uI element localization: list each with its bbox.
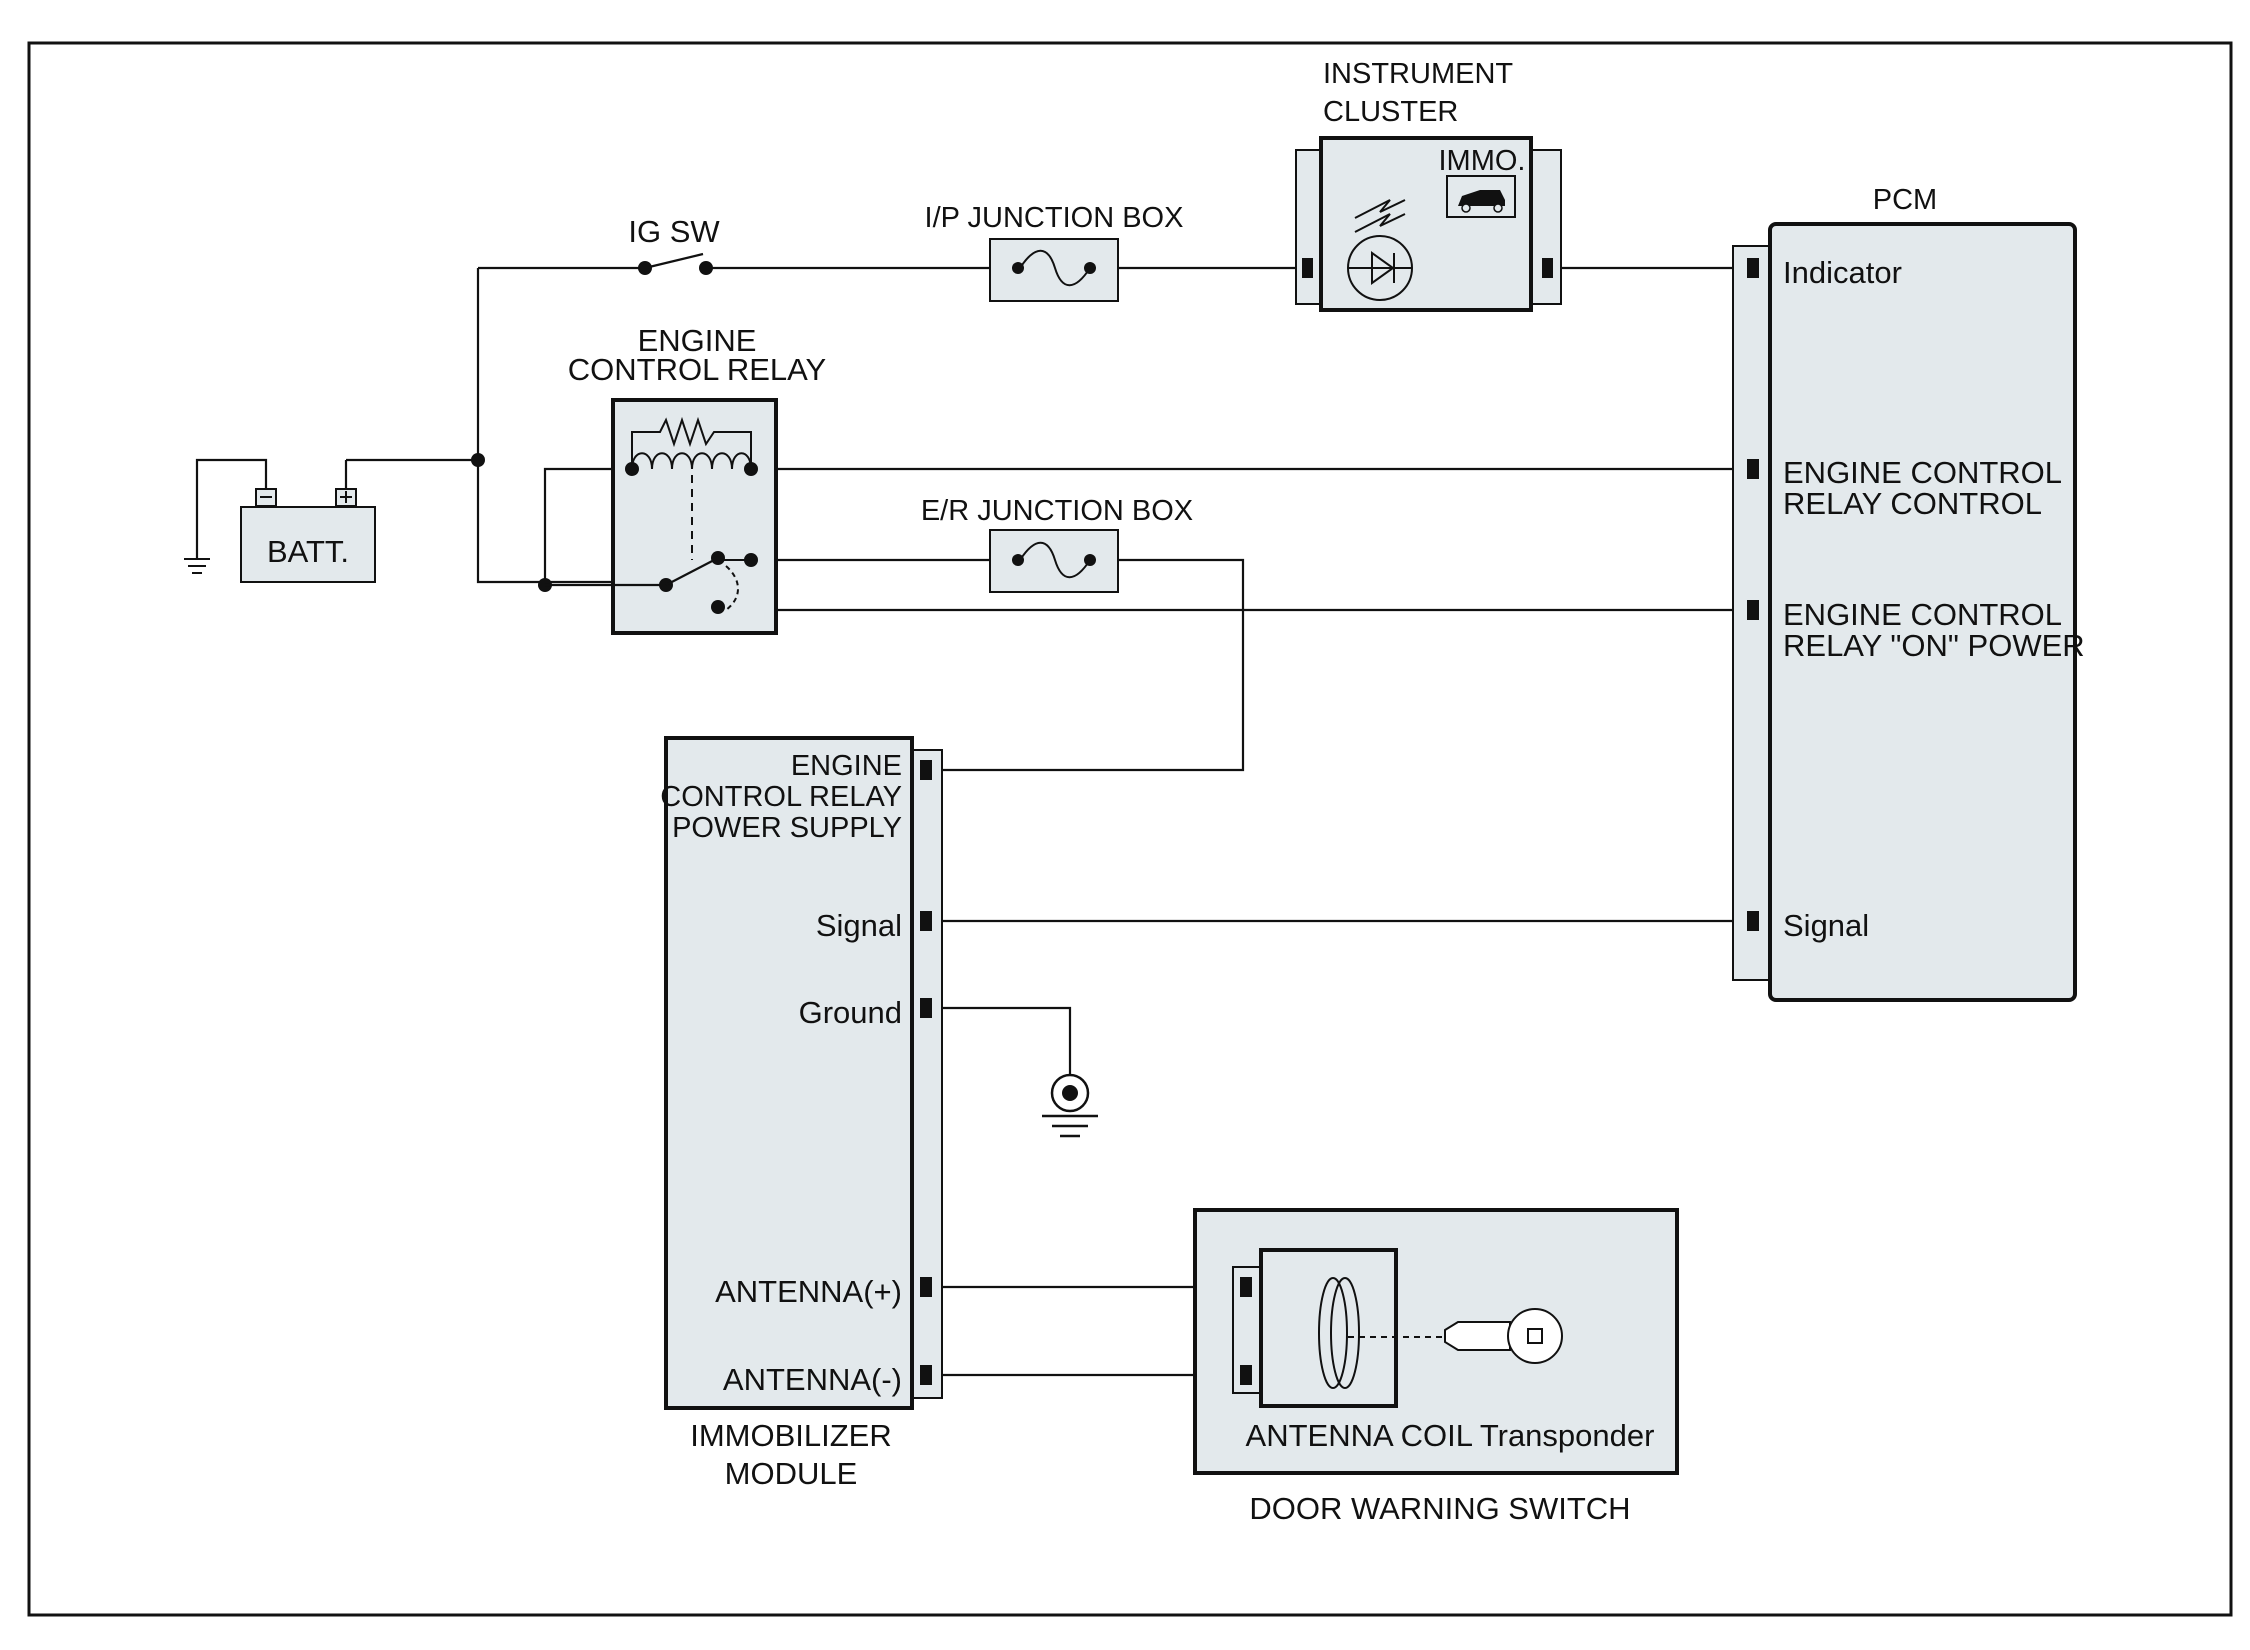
relay-coil-icon [625,416,758,560]
engine-control-relay-label-line1: ENGINE [638,323,757,358]
fuse-icon [1019,249,1091,287]
pcm: PCM Indicator ENGINE CONTROL RELAY CONTR… [1732,184,2085,1002]
body-ground-icon [1042,1073,1098,1138]
pcm-label: PCM [1873,184,1937,216]
immo-label: IMMO. [1439,145,1526,177]
instrument-cluster: IMMO. INSTRUMENT CLUSTER [1295,58,1562,312]
instrument-cluster-label-line1: INSTRUMENT [1323,58,1513,90]
instrument-cluster-label-line2: CLUSTER [1323,96,1458,128]
fuse-icon [1019,541,1091,579]
immobilizer-antenna-minus-terminal: ANTENNA(-) [723,1362,902,1397]
pcm-relay-control-terminal-line2: RELAY CONTROL [1783,486,2042,521]
diagram-frame [27,41,2233,1617]
battery-ground-icon [184,558,210,574]
ip-junction-box-label: I/P JUNCTION BOX [925,202,1184,234]
engine-control-relay-label-line2: CONTROL RELAY [568,352,826,387]
immobilizer-signal-terminal: Signal [816,908,902,943]
ig-switch-label: IG SW [628,214,720,249]
er-junction-box: E/R JUNCTION BOX [921,495,1193,593]
battery: BATT. [184,488,376,583]
transponder-key-icon [1444,1308,1563,1364]
antenna-coil-icon [1318,1277,1445,1389]
pcm-relay-on-power-terminal-line2: RELAY "ON" POWER [1783,628,2085,663]
immo-car-key-icon [1446,175,1516,218]
relay-switch-icon [545,551,758,614]
immobilizer-relay-power-terminal-line3: POWER SUPPLY [672,812,902,844]
door-warning-switch: ANTENNA COIL Transponder DOOR WARNING SW… [1193,1208,1679,1526]
er-junction-box-label: E/R JUNCTION BOX [921,495,1193,527]
immobilizer-module-label-line1: IMMOBILIZER [690,1418,892,1453]
ig-switch[interactable]: IG SW [628,214,720,275]
immobilizer-ground-terminal: Ground [799,995,902,1030]
pcm-relay-on-power-terminal-line1: ENGINE CONTROL [1783,597,2062,632]
immobilizer-antenna-plus-terminal: ANTENNA(+) [715,1274,902,1309]
immobilizer-module: ENGINE CONTROL RELAY POWER SUPPLY Signal… [660,736,943,1491]
engine-control-relay: ENGINE CONTROL RELAY [545,323,826,635]
antenna-coil-transponder-label: ANTENNA COIL Transponder [1246,1418,1655,1453]
pcm-indicator-terminal: Indicator [1783,255,1902,290]
immobilizer-relay-power-terminal-line2: CONTROL RELAY [660,781,902,813]
door-warning-switch-label: DOOR WARNING SWITCH [1249,1491,1630,1526]
immobilizer-module-label-line2: MODULE [725,1456,858,1491]
junction-dots [471,453,552,592]
immobilizer-relay-power-terminal-line1: ENGINE [791,750,902,782]
battery-label: BATT. [267,534,349,569]
wires [195,252,1752,1377]
indicator-led-icon [1347,199,1413,301]
pcm-signal-terminal: Signal [1783,908,1869,943]
pcm-relay-control-terminal-line1: ENGINE CONTROL [1783,455,2062,490]
ip-junction-box: I/P JUNCTION BOX [925,202,1184,302]
